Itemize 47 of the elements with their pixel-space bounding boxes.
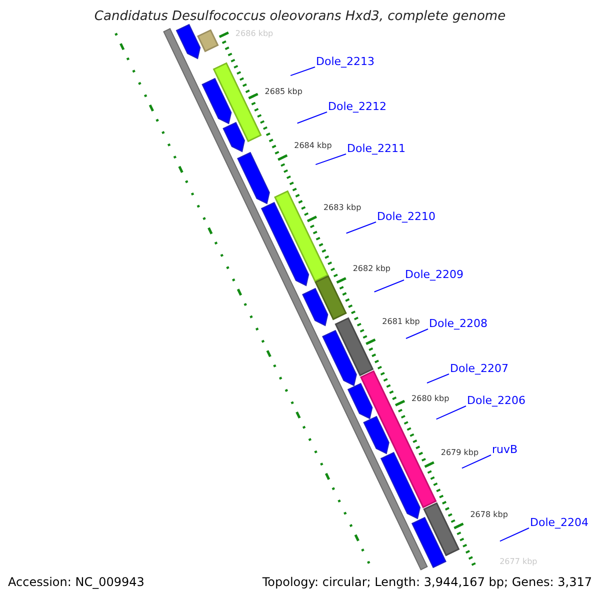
gene-label: Dole_2208 [429, 317, 488, 330]
gene-label: Dole_2211 [347, 142, 406, 155]
reverse-gene-feature [222, 122, 246, 152]
reverse-gene-feature [380, 452, 421, 520]
scale-label: 2680 kbp [412, 394, 450, 404]
forward-gene-feature [314, 275, 347, 320]
leader-line [406, 328, 428, 339]
reverse-gene-feature [322, 330, 357, 386]
accession-text: Accession: NC_009943 [8, 575, 144, 590]
reverse-gene-feature [176, 24, 201, 60]
leader-line [374, 280, 404, 292]
gene-label: Dole_2204 [530, 516, 589, 529]
forward-gene-feature [360, 370, 437, 508]
leader-line [296, 112, 328, 124]
gene-label: Dole_2209 [405, 268, 464, 281]
reverse-gene-feature [411, 516, 446, 568]
leader-line [499, 528, 530, 542]
gene-label: ruvB [492, 443, 518, 456]
forward-gene-feature [423, 502, 460, 556]
scale-label: 2682 kbp [352, 264, 391, 274]
genome-info-text: Topology: circular; Length: 3,944,167 bp; Genes: 3,317 [262, 575, 592, 590]
gene-label: Dole_2207 [450, 362, 509, 375]
reverse-gene-feature [363, 416, 390, 454]
scale-label: 2684 kbp [294, 141, 332, 151]
map-title: Candidatus Desulfococcus oleovorans Hxd3, complete genome [94, 8, 506, 25]
scale-label: 2683 kbp [323, 203, 362, 213]
gene-label: Dole_2206 [467, 394, 526, 407]
reverse-gene-feature [202, 78, 232, 124]
gene-label: Dole_2210 [377, 210, 436, 223]
leader-line [315, 154, 346, 166]
scale-label: 2679 kbp [440, 448, 479, 458]
leader-line [426, 374, 450, 384]
reverse-gene-feature [302, 288, 328, 326]
leader-line [290, 66, 316, 76]
leader-line [436, 406, 466, 420]
forward-gene-feature [212, 62, 262, 142]
leader-line [346, 222, 376, 234]
reverse-gene-feature [260, 202, 310, 286]
reverse-gene-feature [347, 382, 373, 420]
forward-gene-feature [197, 29, 219, 52]
scale-label: 2681 kbp [382, 317, 420, 327]
scale-label: 2678 kbp [470, 510, 508, 520]
gene-label: Dole_2212 [328, 100, 387, 113]
gene-label: Dole_2213 [316, 55, 375, 68]
leader-line [461, 454, 492, 469]
forward-gene-feature [334, 317, 374, 376]
reverse-gene-feature [237, 152, 270, 204]
